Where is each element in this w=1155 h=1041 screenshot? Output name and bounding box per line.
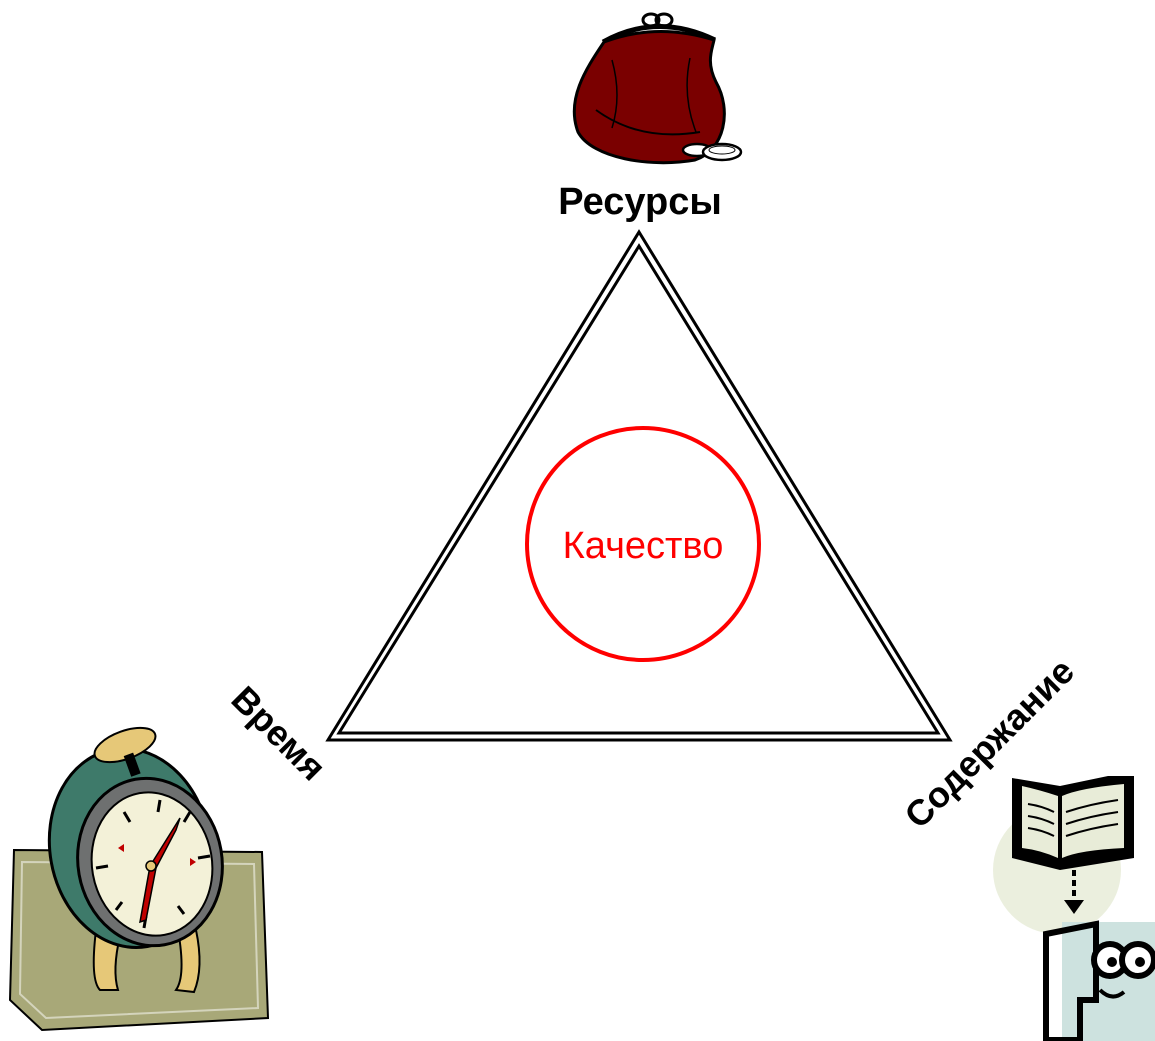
center-label-quality: Качество	[563, 525, 724, 567]
book-reader-icon	[993, 776, 1155, 1041]
vertex-label-resources: Ресурсы	[558, 181, 722, 223]
purse-icon	[572, 12, 743, 165]
alarm-clock-icon	[8, 726, 270, 1032]
quality-circle	[525, 426, 761, 662]
vertex-label-time: Время	[224, 678, 334, 788]
triangle-outline	[325, 229, 953, 742]
